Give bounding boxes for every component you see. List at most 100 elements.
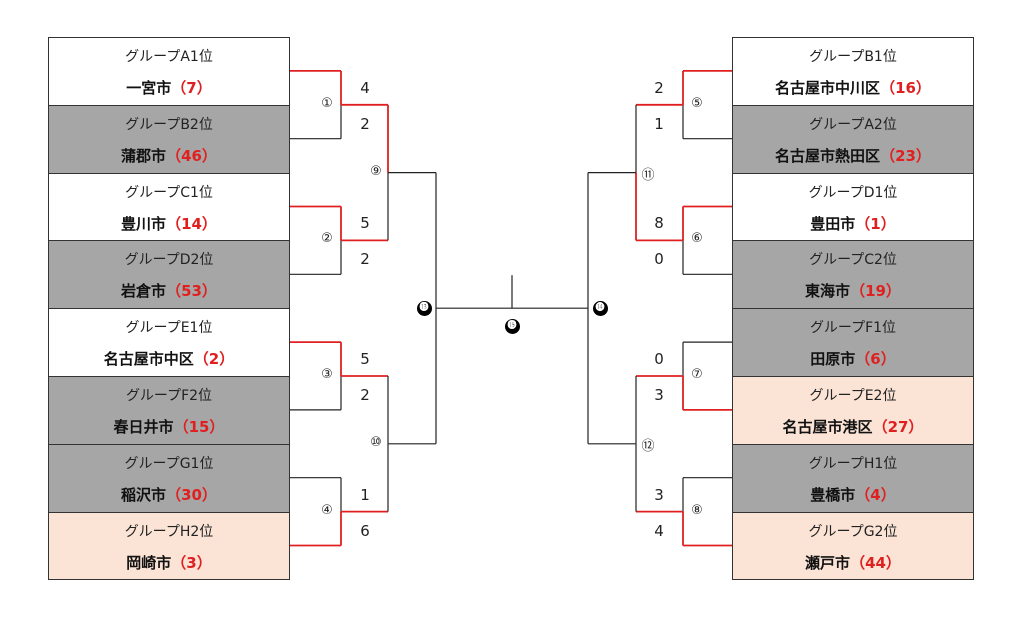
team-rank: （46） [166, 146, 217, 165]
score-value: 1 [654, 114, 664, 133]
score-value: 0 [654, 250, 664, 269]
team-name: 東海市 [805, 282, 851, 301]
team-name-row: 名古屋市熱田区（23） [733, 145, 973, 166]
team-rank: （27） [872, 418, 924, 436]
team-group-label: グループH1位 [808, 455, 898, 472]
score-value: 6 [360, 521, 370, 540]
team-name: 岡崎市 [126, 553, 172, 572]
score-value: 0 [654, 350, 664, 368]
team-group-label: グループF1位 [809, 320, 897, 337]
score-value: 3 [654, 386, 664, 404]
team-box: グループH1位豊橋市（4） [732, 443, 974, 513]
team-name: 名古屋市中川区 [775, 79, 881, 97]
team-name: 豊橋市 [810, 485, 856, 504]
team-name: 名古屋市中区 [103, 350, 194, 369]
match-number-label: ⑦ [691, 367, 703, 382]
team-name: 春日井市 [113, 418, 174, 436]
team-group-label: グループA1位 [125, 49, 213, 65]
team-box: グループB1位名古屋市中川区（16） [732, 37, 974, 106]
team-name-row: 稲沢市（30） [49, 484, 289, 505]
team-box: グループB2位蒲郡市（46） [48, 104, 290, 174]
team-name: 豊川市 [121, 214, 167, 233]
score-value: 2 [360, 114, 370, 133]
match-number-label: ⓮ [592, 300, 608, 316]
team-box: グループC2位東海市（19） [732, 240, 974, 310]
team-name-row: 田原市（6） [733, 348, 973, 369]
team-name-row: 名古屋市中区（2） [49, 348, 289, 369]
team-box: グループF2位春日井市（15） [48, 376, 290, 445]
team-group-label: グループD1位 [808, 184, 898, 201]
team-box: グループE2位名古屋市港区（27） [732, 376, 974, 445]
score-value: 4 [654, 521, 664, 540]
score-value: 5 [360, 214, 370, 233]
team-name-row: 瀬戸市（44） [733, 552, 973, 573]
match-number-label: ⑧ [691, 502, 703, 518]
match-number-label: ⑤ [691, 95, 703, 111]
team-box: グループG2位瀬戸市（44） [732, 511, 974, 581]
score-value: 2 [360, 386, 370, 404]
team-name: 田原市 [810, 350, 856, 369]
team-rank: （44） [850, 553, 901, 572]
team-name: 稲沢市 [121, 485, 167, 504]
team-box: グループD1位豊田市（1） [732, 172, 974, 242]
score-value: 4 [360, 78, 370, 97]
team-box: グループG1位稲沢市（30） [48, 443, 290, 513]
team-rank: （16） [880, 79, 931, 97]
team-rank: （15） [173, 418, 225, 436]
score-value: 2 [360, 250, 370, 269]
team-group-label: グループA2位 [809, 116, 897, 133]
team-group-label: グループE1位 [125, 320, 213, 337]
team-box: グループD2位岩倉市（53） [48, 240, 290, 310]
match-number-label: ① [321, 95, 333, 111]
team-name: 岩倉市 [121, 282, 167, 301]
team-rank: （30） [166, 485, 217, 504]
team-name: 名古屋市港区 [782, 418, 873, 436]
team-group-label: グループC1位 [125, 184, 213, 201]
team-box: グループF1位田原市（6） [732, 308, 974, 377]
match-number-label: ⑩ [370, 434, 382, 450]
team-rank: （19） [850, 282, 901, 301]
team-name-row: 豊川市（14） [49, 213, 289, 234]
team-group-label: グループC2位 [809, 252, 897, 269]
team-group-label: グループB1位 [809, 49, 897, 65]
team-name-row: 豊田市（1） [733, 213, 973, 234]
team-name-row: 東海市（19） [733, 280, 973, 301]
match-number-label: ⓭ [416, 300, 432, 316]
team-name-row: 豊橋市（4） [733, 484, 973, 505]
team-group-label: グループG1位 [124, 455, 214, 472]
match-number-label: ⑪ [641, 167, 655, 183]
team-group-label: グループE2位 [809, 388, 897, 404]
team-rank: （23） [880, 146, 931, 165]
team-name-row: 岩倉市（53） [49, 280, 289, 301]
team-rank: （4） [855, 485, 896, 504]
team-name-row: 蒲郡市（46） [49, 145, 289, 166]
team-rank: （14） [166, 214, 217, 233]
team-group-label: グループH2位 [124, 523, 214, 540]
score-value: 1 [360, 485, 370, 504]
match-number-label: ② [321, 231, 333, 247]
team-box: グループA2位名古屋市熱田区（23） [732, 104, 974, 174]
team-box: グループC1位豊川市（14） [48, 172, 290, 242]
team-rank: （3） [171, 553, 212, 572]
team-name: 蒲郡市 [121, 146, 167, 165]
match-number-label: ③ [321, 367, 333, 382]
team-rank: （7） [171, 79, 212, 97]
team-name: 一宮市 [126, 79, 172, 97]
team-name-row: 春日井市（15） [49, 416, 289, 437]
team-group-label: グループF2位 [125, 388, 213, 404]
team-rank: （53） [166, 282, 217, 301]
team-name-row: 名古屋市中川区（16） [733, 77, 973, 98]
team-box: グループA1位一宮市（7） [48, 37, 290, 106]
team-name: 名古屋市熱田区 [775, 146, 881, 165]
match-number-label: ⑨ [370, 163, 382, 179]
team-name-row: 名古屋市港区（27） [733, 416, 973, 437]
team-name: 瀬戸市 [805, 553, 851, 572]
score-value: 3 [654, 485, 664, 504]
team-name: 豊田市 [810, 214, 856, 233]
team-rank: （1） [855, 214, 896, 233]
final-match-label: ⓯ [504, 318, 520, 334]
score-value: 2 [654, 78, 664, 97]
score-value: 8 [654, 214, 664, 233]
